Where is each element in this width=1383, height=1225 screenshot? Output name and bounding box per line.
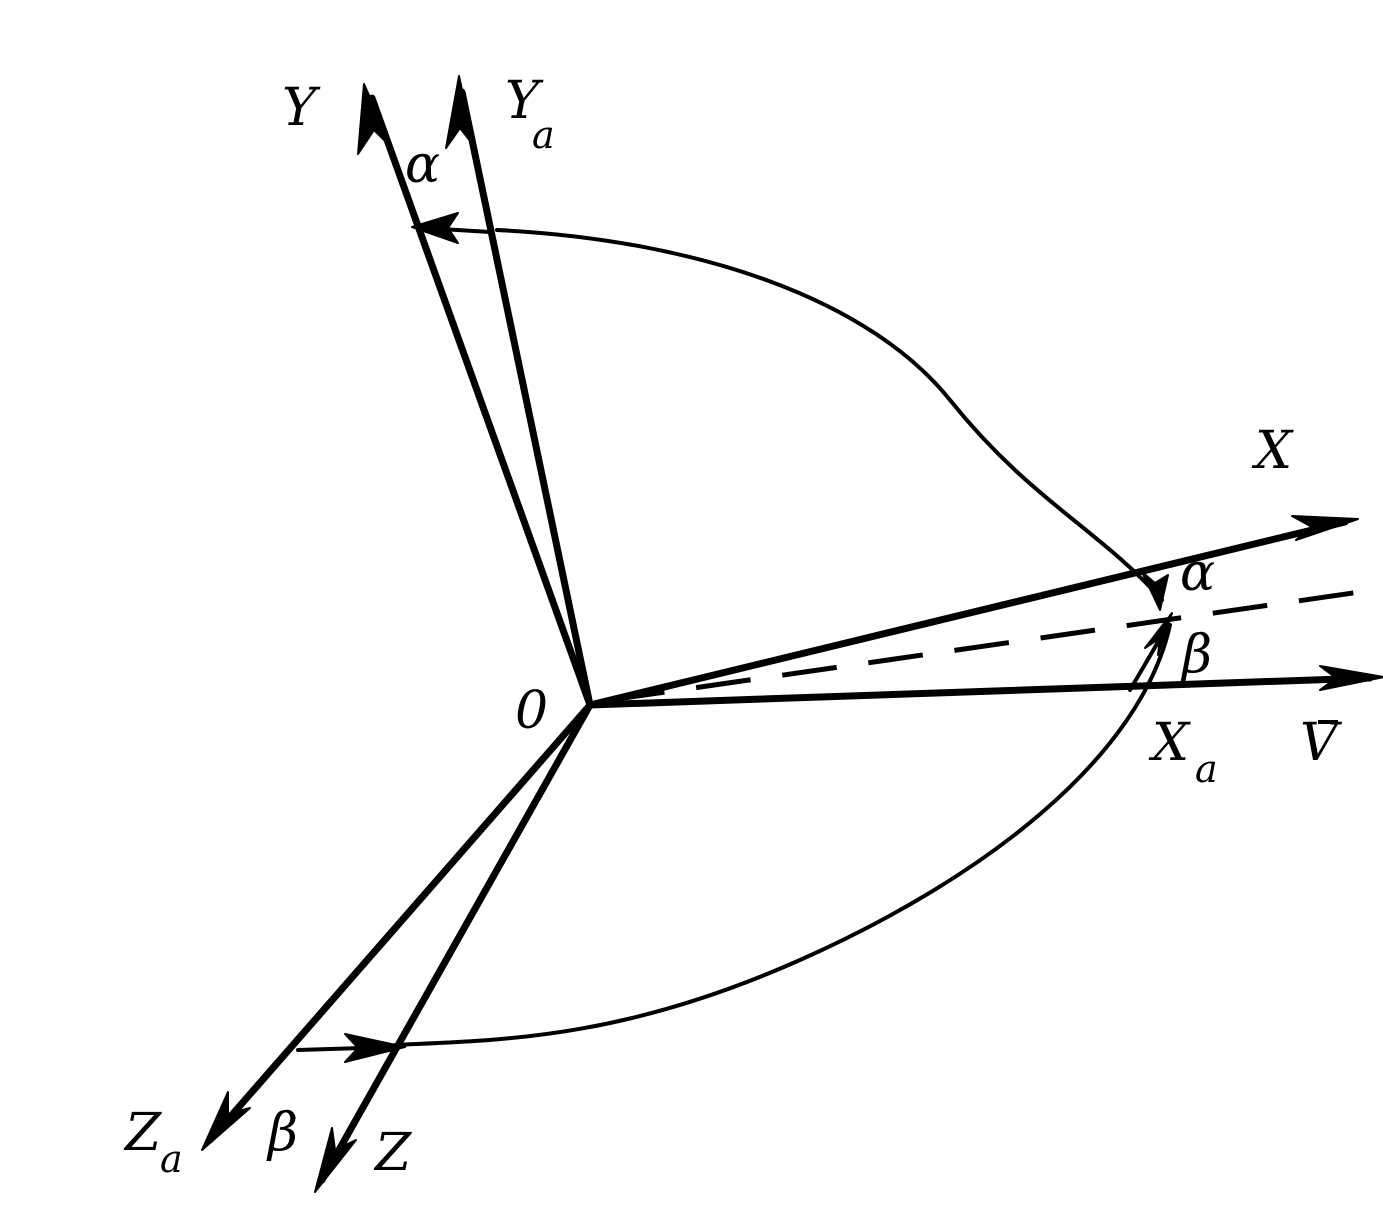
beta-label-bottom: β: [266, 1103, 298, 1163]
za-axis: [206, 701, 594, 1144]
x-axis-arrowhead: [1291, 515, 1359, 541]
beta-arrow-right: [1144, 612, 1173, 656]
z-axis: [318, 701, 594, 1184]
alpha-label-top: α: [405, 135, 440, 195]
ya-axis-label: Y: [505, 71, 544, 131]
beta-arrow-bottom: [344, 1033, 406, 1063]
za-axis-subscript: a: [160, 1137, 183, 1181]
arc-xa-to-z: [393, 623, 1172, 1047]
projection-dashed-line: [609, 589, 1361, 703]
y-axis: [368, 94, 594, 709]
xa-axis: [586, 674, 1374, 709]
x-axis: [586, 518, 1349, 709]
ya-axis-subscript: a: [532, 113, 555, 157]
x-axis-label: X: [1251, 421, 1294, 481]
z-axis-label: Z: [373, 1123, 412, 1183]
alpha-arrow-right: [1141, 571, 1169, 611]
alpha-label-right: α: [1180, 543, 1215, 603]
ya-axis-arrowhead: [445, 75, 475, 149]
beta-label-right: β: [1180, 625, 1212, 685]
xa-axis-arrowhead: [1319, 665, 1383, 691]
xa-axis-subscript: a: [1195, 747, 1218, 791]
z-axis-arrowhead: [314, 1127, 357, 1193]
za-axis-arrowhead: [201, 1091, 251, 1151]
xa-axis-label: X: [1148, 713, 1191, 773]
alpha-arrow-top: [411, 212, 459, 244]
za-axis-label: Z: [123, 1103, 162, 1163]
origin-label: 0: [515, 681, 548, 741]
y-axis-arrowhead: [357, 83, 393, 155]
ya-axis: [458, 88, 594, 709]
y-axis-label: Y: [282, 78, 321, 138]
arc-ya-to-x: [495, 228, 1164, 602]
